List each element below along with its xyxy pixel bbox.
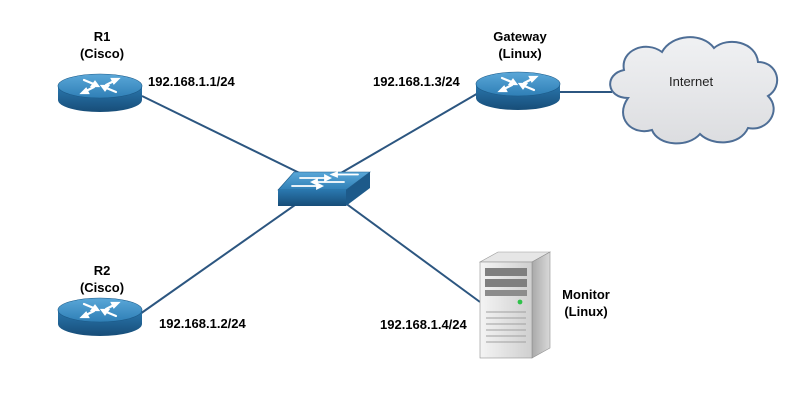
ip-label-r1: 192.168.1.1/24	[148, 74, 235, 89]
router-icon	[57, 73, 143, 112]
router-r2-label: R2 (Cisco)	[78, 262, 126, 296]
node-name: R2	[93, 263, 111, 278]
node-os: (Linux)	[564, 304, 608, 319]
router-icon	[475, 71, 561, 110]
link-gateway-switch	[321, 91, 481, 185]
gateway-label: Gateway (Linux)	[484, 28, 556, 62]
node-os: (Cisco)	[79, 280, 125, 295]
link-r1-switch	[141, 95, 323, 185]
cloud-icon	[609, 36, 779, 145]
node-os: (Linux)	[498, 46, 542, 61]
internet-label: Internet	[669, 74, 714, 89]
ip-label-gateway: 192.168.1.3/24	[373, 74, 460, 89]
links	[139, 91, 612, 315]
router-r1-label: R1 (Cisco)	[78, 28, 126, 62]
router-icon	[57, 297, 143, 336]
monitor-label: Monitor (Linux)	[554, 286, 618, 320]
node-name: R1	[93, 29, 111, 44]
node-name: Gateway	[493, 29, 547, 44]
ip-label-r2: 192.168.1.2/24	[159, 316, 246, 331]
switch-icon	[277, 171, 371, 206]
link-r2-switch	[139, 185, 323, 315]
link-monitor-switch	[321, 185, 481, 303]
server-icon	[478, 251, 552, 359]
ip-label-monitor: 192.168.1.4/24	[380, 317, 467, 332]
node-name: Monitor	[562, 287, 610, 302]
node-os: (Cisco)	[79, 46, 125, 61]
